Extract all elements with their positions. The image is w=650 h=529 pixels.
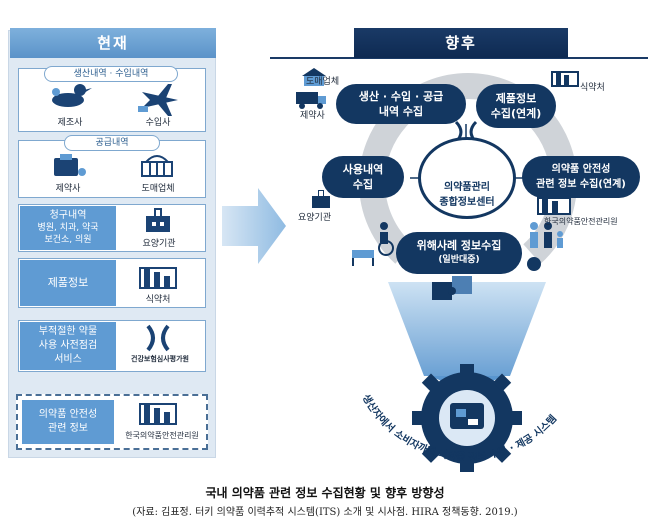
figure-caption-source: (자료: 김표정. 터키 의약품 이력추적 시스템(ITS) 소개 및 시사점.…	[132, 507, 518, 518]
node-adverse-line-1: 위해사례 정보수집	[416, 239, 502, 252]
truck-icon	[296, 92, 326, 109]
hospital-icon	[146, 208, 170, 232]
node-production-line-1: 생산 · 수입 · 공급	[358, 90, 444, 103]
claim-tag-line-3: 보건소, 의원	[44, 235, 92, 245]
factory-icon	[139, 267, 177, 289]
family-icon	[527, 222, 563, 271]
basket-icon	[141, 155, 173, 177]
importer-label: 수입사	[145, 118, 171, 128]
dur-tag-line-1: 부적절한 약물	[38, 326, 98, 337]
production-import-pill: 생산내역 · 수입내역	[44, 66, 178, 82]
node-adverse-line-2: (일반대중)	[438, 255, 480, 265]
center-line-2: 종합정보센터	[439, 197, 495, 208]
wholesaler-label: 도매업체	[141, 184, 175, 194]
dur-tag-line-2: 사용 사전점검	[38, 340, 98, 351]
claim-tag-line-1: 청구내역	[49, 210, 87, 221]
node-production-line-2: 내역 수집	[378, 105, 424, 118]
center-line-1: 의약품관리	[444, 182, 490, 193]
node-product-info: 제품정보 수집(연계)	[476, 84, 556, 128]
product-info-tag: 제품정보	[20, 260, 116, 306]
wheelchair-icon	[352, 222, 394, 266]
node-usage-line-1: 사용내역	[342, 163, 384, 176]
hira-logo-icon	[146, 324, 170, 352]
future-pharma-label: 제약사	[300, 111, 325, 121]
puzzle-icon	[432, 276, 472, 300]
future-mfds-label: 식약처	[580, 83, 605, 93]
supply-box	[18, 140, 206, 198]
safety-tag-line-2: 관련 정보	[48, 423, 88, 434]
kids-label: 한국의약품안전관리원	[125, 431, 199, 440]
safety-tag: 의약품 안전성 관련 정보	[22, 400, 114, 444]
node-product-info-line-2: 수집(연계)	[490, 107, 542, 120]
manufacturer-label: 제조사	[57, 118, 83, 128]
node-safety-line-1: 의약품 안전성	[551, 164, 611, 175]
node-adverse: 위해사례 정보수집 (일반대중)	[396, 232, 522, 274]
safety-tag-line-1: 의약품 안전성	[38, 409, 98, 420]
gear-icon	[412, 364, 522, 472]
pill-box-icon	[54, 154, 86, 176]
mfds-label: 식약처	[145, 295, 171, 305]
node-production-supply: 생산 · 수입 · 공급 내역 수집	[336, 84, 466, 124]
current-header: 현재	[10, 28, 216, 58]
supply-pill: 공급내역	[64, 135, 160, 151]
future-header: 향후	[354, 28, 568, 58]
claim-tag: 청구내역 병원, 치과, 약국 보건소, 의원	[20, 206, 116, 250]
future-care-label: 요양기관	[298, 213, 332, 223]
node-safety-line-2: 관련 정보 수집(연계)	[536, 179, 626, 190]
node-safety: 의약품 안전성 관련 정보 수집(연계)	[522, 156, 640, 198]
center-info-node: 의약품관리 종합정보센터	[418, 137, 516, 219]
duck-icon	[52, 84, 92, 107]
hira-label: 건강보험심사평가원	[131, 355, 189, 363]
dur-tag-line-3: 서비스	[54, 354, 82, 365]
warehouse-icon	[302, 68, 326, 86]
hospital-icon	[312, 190, 330, 208]
future-wholesale-label: 도매업체	[306, 77, 340, 87]
future-kids-label: 한국의약품안전관리원	[544, 217, 618, 226]
claim-tag-line-2: 병원, 치과, 약국	[37, 223, 99, 233]
future-header-line	[270, 57, 648, 59]
node-usage-line-2: 수집	[352, 178, 374, 191]
pharma-label: 제약사	[55, 184, 81, 194]
factory-icon	[551, 71, 579, 87]
node-product-info-line-1: 제품정보	[495, 92, 537, 105]
airplane-icon	[138, 84, 178, 116]
factory-icon	[537, 197, 571, 215]
care-institution-label: 요양기관	[142, 239, 176, 249]
figure-caption-title: 국내 의약품 관련 정보 수집현황 및 향후 방향성	[205, 486, 445, 500]
factory-icon	[139, 403, 177, 425]
node-usage: 사용내역 수집	[322, 156, 404, 198]
dur-tag: 부적절한 약물 사용 사전점검 서비스	[20, 322, 116, 370]
